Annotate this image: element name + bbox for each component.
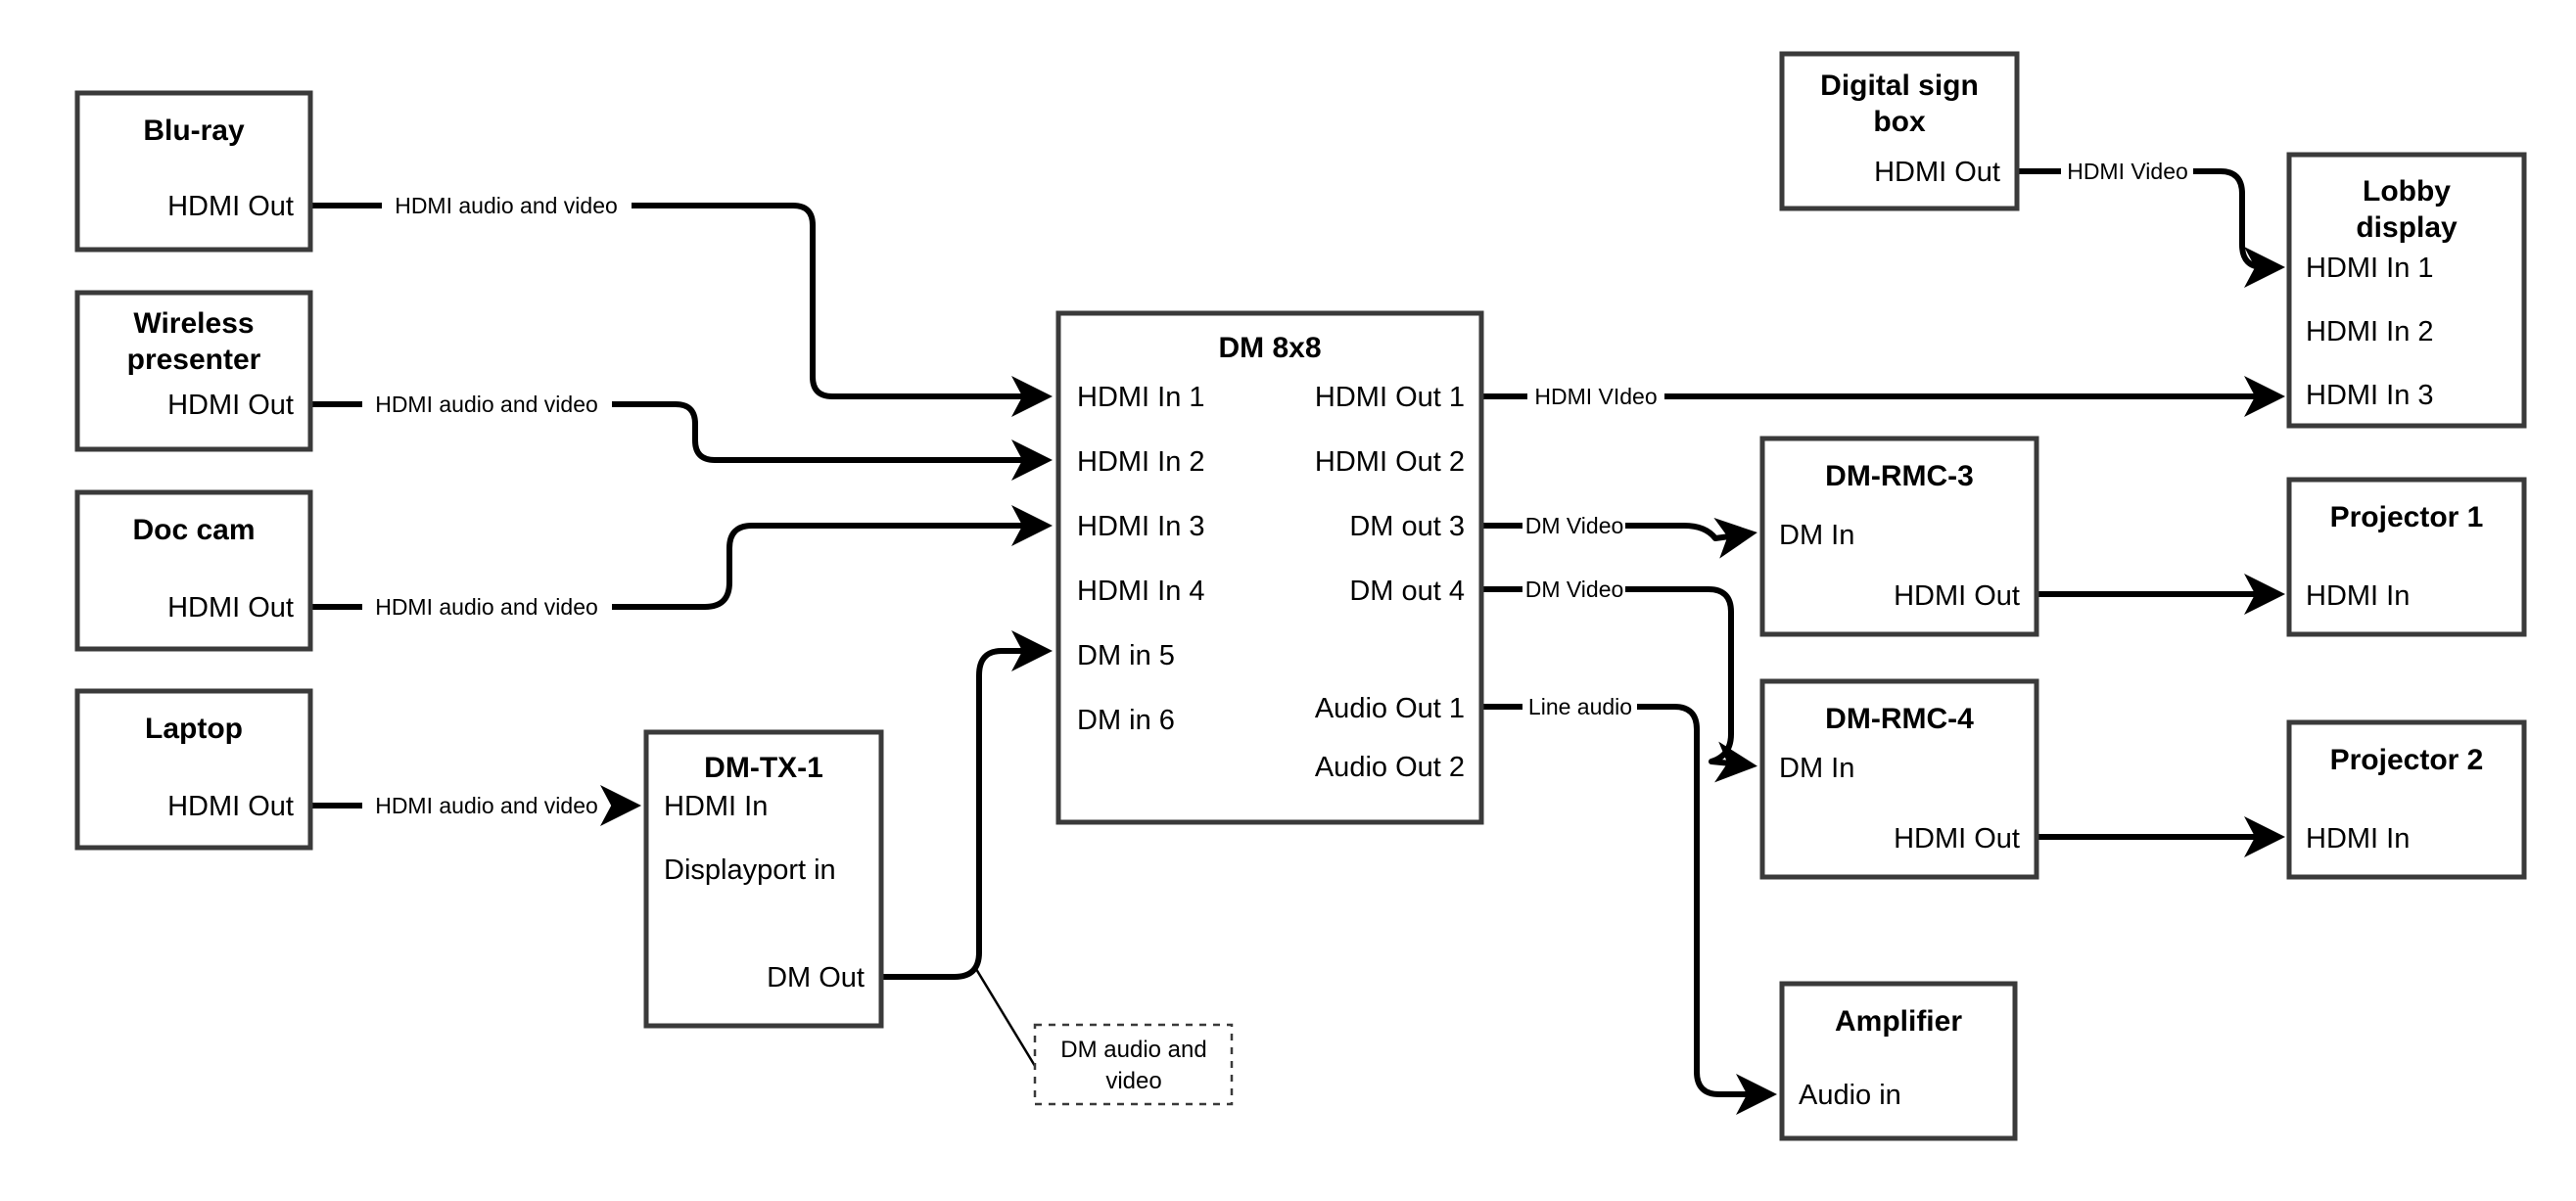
- node-bluray-title: Blu-ray: [143, 115, 245, 147]
- edge-label-bluray: HDMI audio and video: [395, 193, 618, 218]
- link-wireless-to-dm8x8: [310, 401, 1046, 460]
- node-digital-sign-box[interactable]: Digital sign box HDMI Out: [1779, 51, 2020, 211]
- port-dmtx1-displayport-in: Displayport in: [664, 855, 836, 886]
- node-wireless-title: Wireless: [133, 307, 254, 340]
- node-digitalsign-box[interactable]: [1779, 51, 2020, 211]
- edge-label-dm-video-4: DM Video: [1525, 577, 1624, 602]
- node-laptop[interactable]: Laptop HDMI Out: [74, 688, 313, 851]
- node-bluray-box[interactable]: [74, 90, 313, 253]
- port-dm8x8-hdmi-in-2: HDMI In 2: [1077, 446, 1205, 478]
- link-dm8x8-audio1-to-amp: [1481, 704, 1770, 1094]
- node-wireless-box[interactable]: [74, 290, 313, 452]
- node-doccam-title: Doc cam: [132, 514, 255, 546]
- node-lobbydisplay-title2: display: [2356, 211, 2458, 244]
- node-dm-8x8[interactable]: DM 8x8 HDMI In 1 HDMI In 2 HDMI In 3 HDM…: [1055, 310, 1484, 825]
- node-dmtx1-box[interactable]: [643, 729, 884, 1029]
- port-lobby-hdmi-in-1: HDMI In 1: [2306, 253, 2434, 284]
- port-dm8x8-hdmi-out-1: HDMI Out 1: [1315, 382, 1465, 413]
- port-dmrmc3-hdmi-out: HDMI Out: [1894, 580, 2020, 612]
- node-projector1-title: Projector 1: [2330, 501, 2484, 533]
- port-dm8x8-audio-out-2: Audio Out 2: [1315, 752, 1465, 783]
- edge-label-sign-hdmi: HDMI Video: [2067, 159, 2188, 184]
- node-dmtx1-title: DM-TX-1: [704, 752, 823, 784]
- port-dm8x8-dm-out-3: DM out 3: [1349, 511, 1465, 542]
- port-projector1-hdmi-in: HDMI In: [2306, 580, 2410, 612]
- link-bluray-to-dm8x8: [310, 203, 1046, 396]
- port-dmrmc3-dm-in: DM In: [1779, 520, 1854, 551]
- node-amplifier-title: Amplifier: [1835, 1005, 1962, 1038]
- leader-dmtx-note: [974, 968, 1037, 1067]
- note-dm-audio-and-video: DM audio and video: [1033, 1023, 1234, 1106]
- node-dmrmc4-box[interactable]: [1759, 678, 2039, 880]
- port-dm8x8-hdmi-in-3: HDMI In 3: [1077, 511, 1205, 542]
- port-dmrmc4-dm-in: DM In: [1779, 753, 1854, 784]
- node-wireless-title2: presenter: [127, 344, 261, 376]
- node-bluray[interactable]: Blu-ray HDMI Out: [74, 90, 313, 253]
- port-lobby-hdmi-in-2: HDMI In 2: [2306, 316, 2434, 347]
- port-lobby-hdmi-in-3: HDMI In 3: [2306, 380, 2434, 411]
- node-dm-tx-1[interactable]: DM-TX-1 HDMI In Displayport in DM Out: [643, 729, 884, 1029]
- link-dm8x8-out4-to-rmc4: [1481, 586, 1751, 765]
- port-dmrmc4-hdmi-out: HDMI Out: [1894, 823, 2020, 855]
- node-projector1-box[interactable]: [2286, 477, 2527, 637]
- node-lobby-display[interactable]: Lobby display HDMI In 1 HDMI In 2 HDMI I…: [2286, 152, 2527, 429]
- port-doccam-hdmi-out: HDMI Out: [167, 592, 294, 624]
- port-digitalsign-hdmi-out: HDMI Out: [1874, 157, 2000, 188]
- port-dm8x8-dm-out-4: DM out 4: [1349, 576, 1465, 607]
- node-doc-cam[interactable]: Doc cam HDMI Out: [74, 489, 313, 652]
- link-dmtx1-to-dm8x8: [881, 630, 1053, 980]
- port-dm8x8-dm-in-6: DM in 6: [1077, 705, 1175, 736]
- port-projector2-hdmi-in: HDMI In: [2306, 823, 2410, 855]
- node-laptop-title: Laptop: [145, 713, 243, 745]
- port-dm8x8-hdmi-in-4: HDMI In 4: [1077, 576, 1205, 607]
- node-dmrmc3-title: DM-RMC-3: [1825, 460, 1974, 492]
- port-laptop-hdmi-out: HDMI Out: [167, 791, 294, 822]
- port-dm8x8-audio-out-1: Audio Out 1: [1315, 693, 1465, 724]
- port-amplifier-audio-in: Audio in: [1799, 1080, 1901, 1111]
- edge-label-hdmi-video: HDMI VIdeo: [1534, 384, 1657, 409]
- edge-label-doccam: HDMI audio and video: [375, 594, 598, 620]
- port-bluray-hdmi-out: HDMI Out: [167, 191, 294, 222]
- node-projector-1[interactable]: Projector 1 HDMI In: [2286, 477, 2527, 637]
- connections-layer: [310, 168, 2278, 1094]
- node-laptop-box[interactable]: [74, 688, 313, 851]
- link-sign-to-lobby: [2017, 168, 2278, 267]
- node-dmrmc3-box[interactable]: [1759, 436, 2039, 637]
- node-lobbydisplay-title: Lobby: [2363, 175, 2451, 208]
- edge-label-line-audio: Line audio: [1528, 694, 1632, 719]
- node-amplifier[interactable]: Amplifier Audio in: [1779, 981, 2018, 1141]
- port-wireless-hdmi-out: HDMI Out: [167, 390, 294, 421]
- node-doccam-box[interactable]: [74, 489, 313, 652]
- node-projector2-box[interactable]: [2286, 719, 2527, 880]
- port-dmtx1-dm-out: DM Out: [767, 962, 865, 993]
- node-projector-2[interactable]: Projector 2 HDMI In: [2286, 719, 2527, 880]
- node-projector2-title: Projector 2: [2330, 744, 2484, 776]
- node-amplifier-box[interactable]: [1779, 981, 2018, 1141]
- node-dm8x8-title: DM 8x8: [1218, 332, 1321, 364]
- link-doccam-to-dm8x8: [310, 526, 1046, 610]
- edge-label-laptop: HDMI audio and video: [375, 793, 598, 818]
- edge-label-dm-video-3: DM Video: [1525, 513, 1624, 538]
- node-digitalsign-title2: box: [1873, 106, 1926, 138]
- port-dm8x8-hdmi-in-1: HDMI In 1: [1077, 382, 1205, 413]
- port-dm8x8-dm-in-5: DM in 5: [1077, 640, 1175, 671]
- note-line1: DM audio and: [1060, 1037, 1206, 1063]
- node-lobbydisplay-box[interactable]: [2286, 152, 2527, 429]
- link-dm8x8-out3-to-rmc3: [1481, 526, 1751, 538]
- edge-label-wireless: HDMI audio and video: [375, 392, 598, 417]
- node-dm-rmc-3[interactable]: DM-RMC-3 DM In HDMI Out: [1759, 436, 2039, 637]
- port-dm8x8-hdmi-out-2: HDMI Out 2: [1315, 446, 1465, 478]
- node-dmrmc4-title: DM-RMC-4: [1825, 703, 1974, 735]
- note-line2: video: [1105, 1068, 1161, 1094]
- node-wireless-presenter[interactable]: Wireless presenter HDMI Out: [74, 290, 313, 452]
- node-dm-rmc-4[interactable]: DM-RMC-4 DM In HDMI Out: [1759, 678, 2039, 880]
- edge-labels-layer: HDMI audio and video HDMI audio and vide…: [375, 159, 2188, 818]
- port-dmtx1-hdmi-in: HDMI In: [664, 791, 768, 822]
- note-box: [1033, 1023, 1234, 1106]
- node-digitalsign-title: Digital sign: [1820, 69, 1979, 102]
- node-dm8x8-box[interactable]: [1055, 310, 1484, 825]
